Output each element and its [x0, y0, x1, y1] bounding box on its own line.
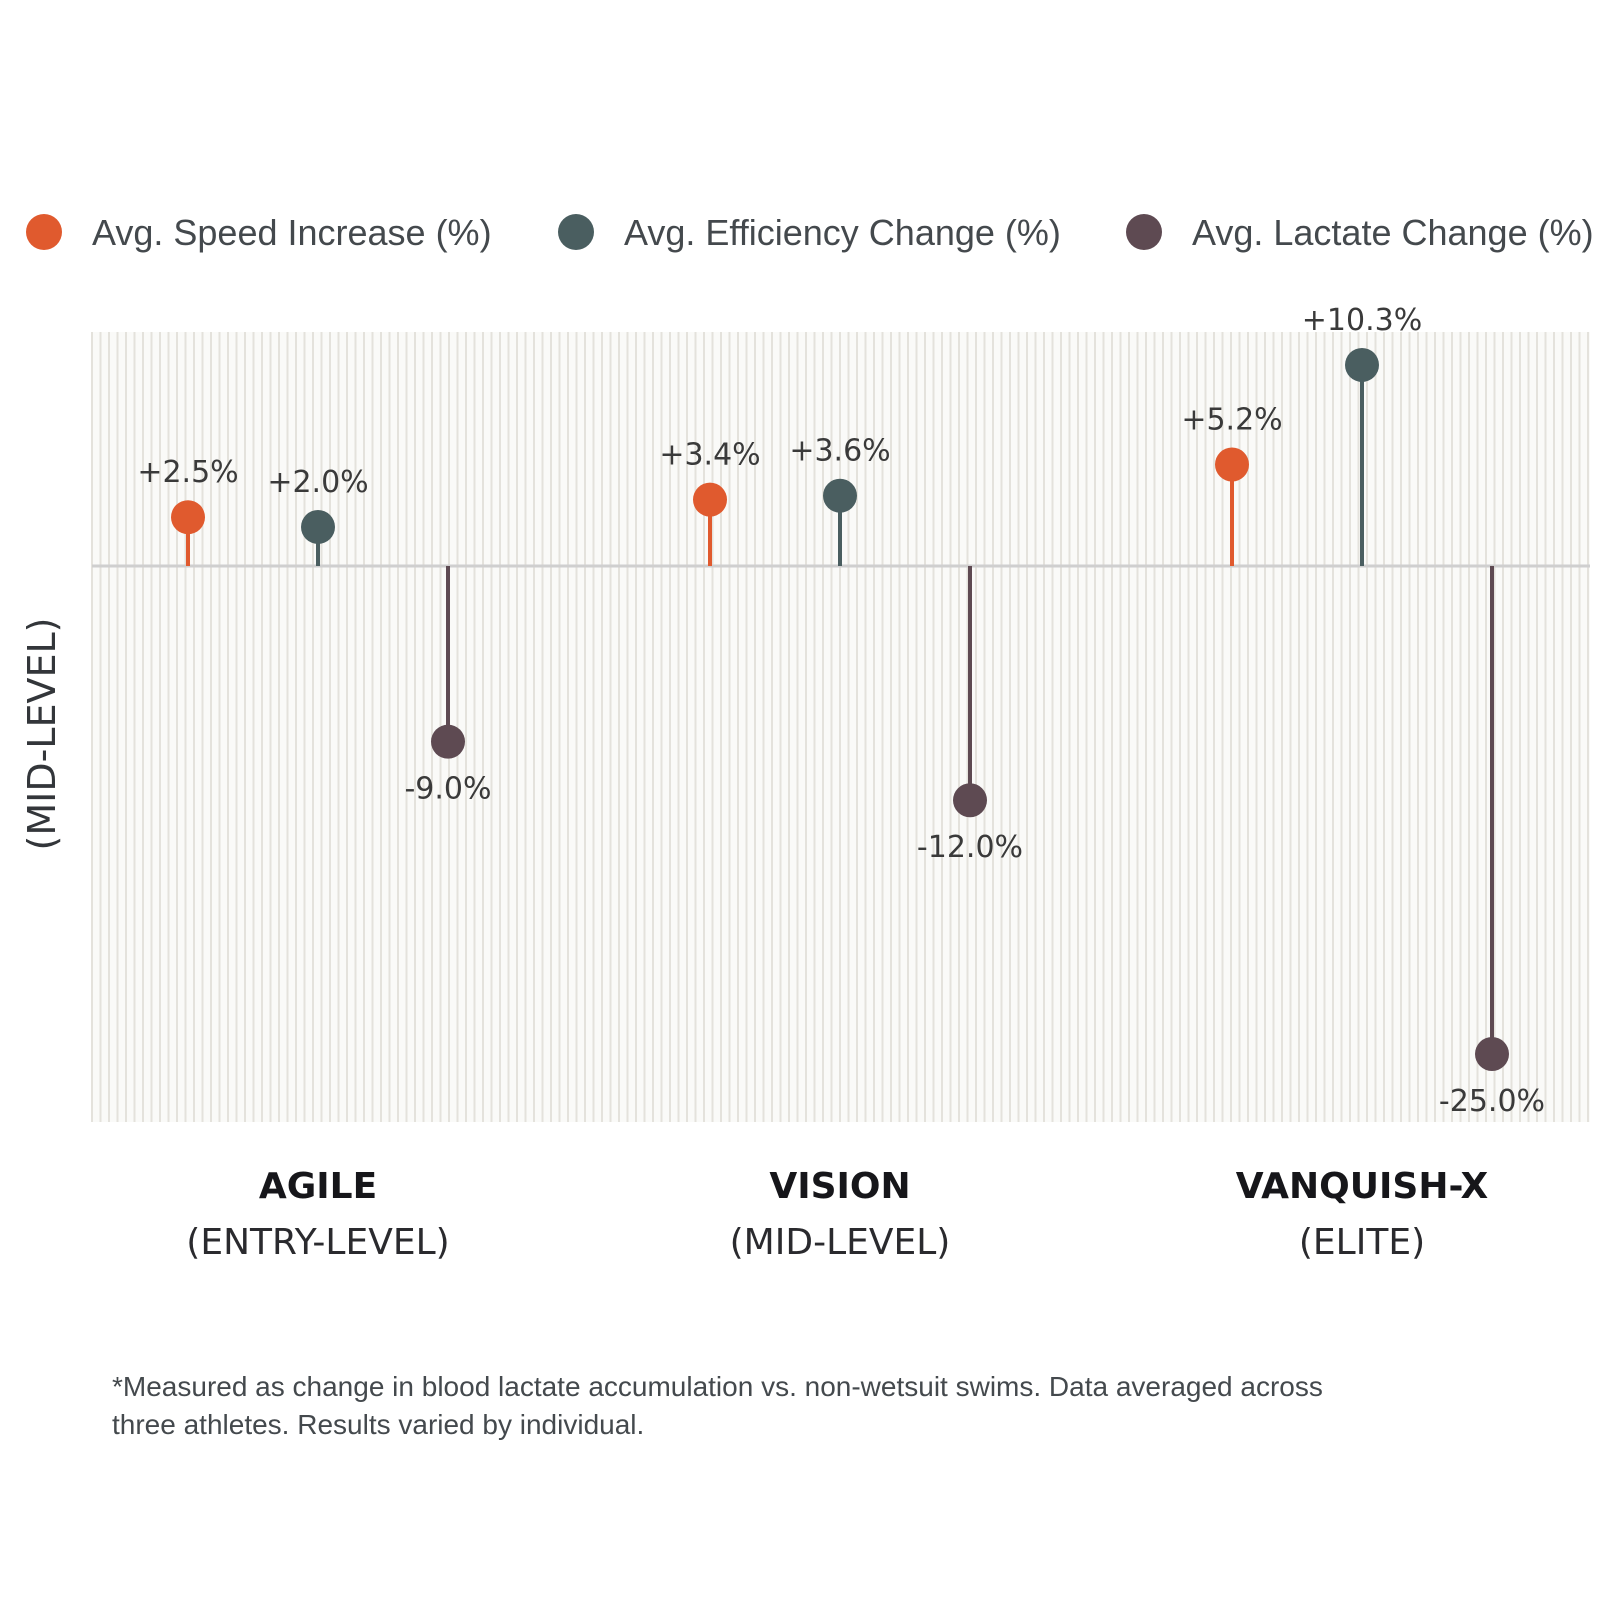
lollipop-dot: [953, 783, 987, 818]
category-name: AGILE: [259, 1166, 377, 1207]
category-subtitle: (ENTRY-LEVEL): [186, 1222, 449, 1263]
data-label: -9.0%: [404, 772, 491, 807]
data-label: +5.2%: [1181, 402, 1282, 437]
lollipop-dot: [431, 724, 465, 759]
lollipop-mark: +3.4%: [659, 438, 761, 566]
lollipop-dot: [1475, 1037, 1509, 1071]
lollipop-dot: [1345, 347, 1379, 382]
lollipop-mark: -9.0%: [404, 566, 492, 807]
lollipop-dot: [301, 509, 335, 544]
category-name: VANQUISH-X: [1236, 1166, 1489, 1207]
lollipop-mark: +2.0%: [267, 465, 369, 566]
legend-label: Avg. Efficiency Change (%): [624, 212, 1061, 253]
data-label: +3.4%: [659, 438, 760, 473]
legend-item: Avg. Efficiency Change (%): [558, 212, 1061, 253]
legend-item: Avg. Speed Increase (%): [26, 212, 492, 253]
legend-swatch: [26, 214, 62, 250]
lollipop-dot: [823, 478, 857, 513]
plot-area: +2.5% +3.4% +5.2% +2.0% +3.6% +10.3% -9.0% -12.…: [91, 303, 1590, 1122]
legend-swatch: [558, 214, 594, 250]
lollipop-dot: [1215, 447, 1249, 482]
grid-lines: [91, 332, 1589, 1122]
y-side-label: (MID-LEVEL): [20, 618, 64, 851]
category-name: VISION: [769, 1166, 910, 1207]
category-subtitle: (MID-LEVEL): [730, 1222, 951, 1263]
data-label: -12.0%: [917, 830, 1023, 865]
category-labels: AGILE (ENTRY-LEVEL) VISION (MID-LEVEL) VANQU…: [186, 1166, 1488, 1263]
lollipop-dot: [693, 482, 727, 517]
footnote: *Measured as change in blood lactate acc…: [112, 1368, 1412, 1444]
legend: Avg. Speed Increase (%) Avg. Efficiency C…: [26, 212, 1594, 253]
footnote-line-2: three athletes. Results varied by indivi…: [112, 1409, 645, 1440]
data-label: -25.0%: [1439, 1084, 1545, 1119]
lollipop-dot: [171, 500, 205, 535]
legend-label: Avg. Speed Increase (%): [92, 212, 492, 253]
data-label: +2.0%: [267, 465, 368, 500]
category-label: VISION (MID-LEVEL): [730, 1166, 951, 1263]
lollipop-mark: -12.0%: [917, 566, 1023, 865]
lollipop-mark: -25.0%: [1439, 566, 1545, 1119]
data-label: +10.3%: [1302, 303, 1422, 338]
lollipop-mark: +2.5%: [137, 455, 239, 566]
category-label: AGILE (ENTRY-LEVEL): [186, 1166, 449, 1263]
lollipop-mark: +3.6%: [789, 434, 891, 566]
lollipop-mark: +5.2%: [1181, 402, 1283, 566]
data-label: +3.6%: [789, 434, 890, 469]
category-label: VANQUISH-X (ELITE): [1236, 1166, 1489, 1263]
legend-item: Avg. Lactate Change (%): [1126, 212, 1594, 253]
lollipop-mark: +10.3%: [1302, 303, 1422, 566]
legend-label: Avg. Lactate Change (%): [1192, 212, 1594, 253]
footnote-line-1: *Measured as change in blood lactate acc…: [112, 1371, 1323, 1402]
category-subtitle: (ELITE): [1299, 1222, 1425, 1263]
data-marks: +2.5% +3.4% +5.2% +2.0% +3.6% +10.3% -9.0% -12.…: [137, 303, 1545, 1119]
data-label: +2.5%: [137, 455, 238, 490]
legend-swatch: [1126, 214, 1162, 250]
